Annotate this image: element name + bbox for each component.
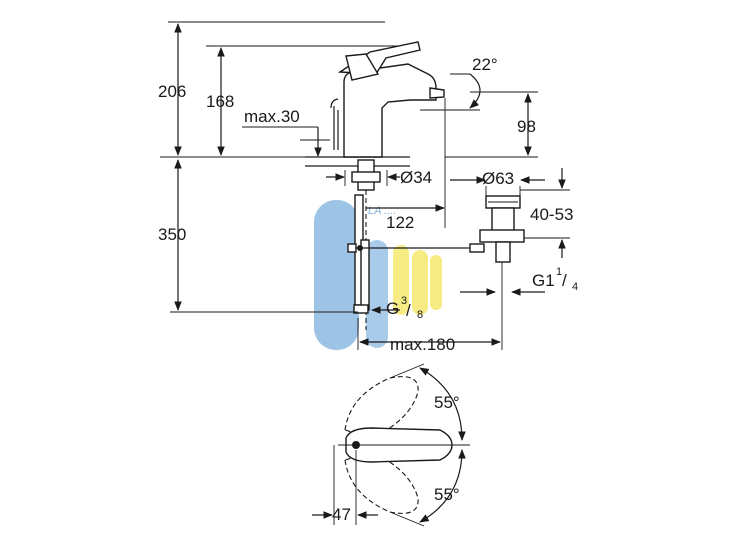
- waste-diameter-label: Ø63: [482, 169, 514, 188]
- waste-thread-label: G1 1 / 4: [532, 266, 578, 293]
- svg-text:/: /: [406, 301, 411, 320]
- tilt-angle-label: 22°: [472, 55, 498, 74]
- handle-offset-label: 47: [332, 505, 351, 524]
- pull-rod-reach-label: max.180: [390, 335, 455, 354]
- svg-text:8: 8: [417, 309, 423, 321]
- faucet-side-view: [160, 21, 538, 350]
- spout-clearance-label: 98: [517, 117, 536, 136]
- supply-length-label: 350: [158, 225, 186, 244]
- svg-text:G1: G1: [532, 271, 555, 290]
- svg-text:/: /: [562, 271, 567, 290]
- reach-label: 122: [386, 213, 414, 232]
- height-total-label: 206: [158, 82, 186, 101]
- height-spout-label: 168: [206, 92, 234, 111]
- rotation-upper-label: 55°: [434, 393, 460, 412]
- svg-text:4: 4: [572, 281, 578, 293]
- body-diameter-label: Ø34: [400, 168, 432, 187]
- svg-text:G: G: [386, 299, 399, 318]
- clamping-range-label: 40-53: [530, 205, 573, 224]
- faucet-top-view: [312, 363, 470, 527]
- svg-text:3: 3: [401, 295, 407, 307]
- rotation-lower-label: 55°: [434, 485, 460, 504]
- supply-thread-label: G 3 / 8: [386, 295, 423, 321]
- svg-text:1: 1: [556, 266, 562, 278]
- watermark-logo: LA ....: [314, 200, 442, 350]
- pop-up-waste-view: [450, 168, 570, 296]
- max-deck-thickness-label: max.30: [244, 107, 300, 126]
